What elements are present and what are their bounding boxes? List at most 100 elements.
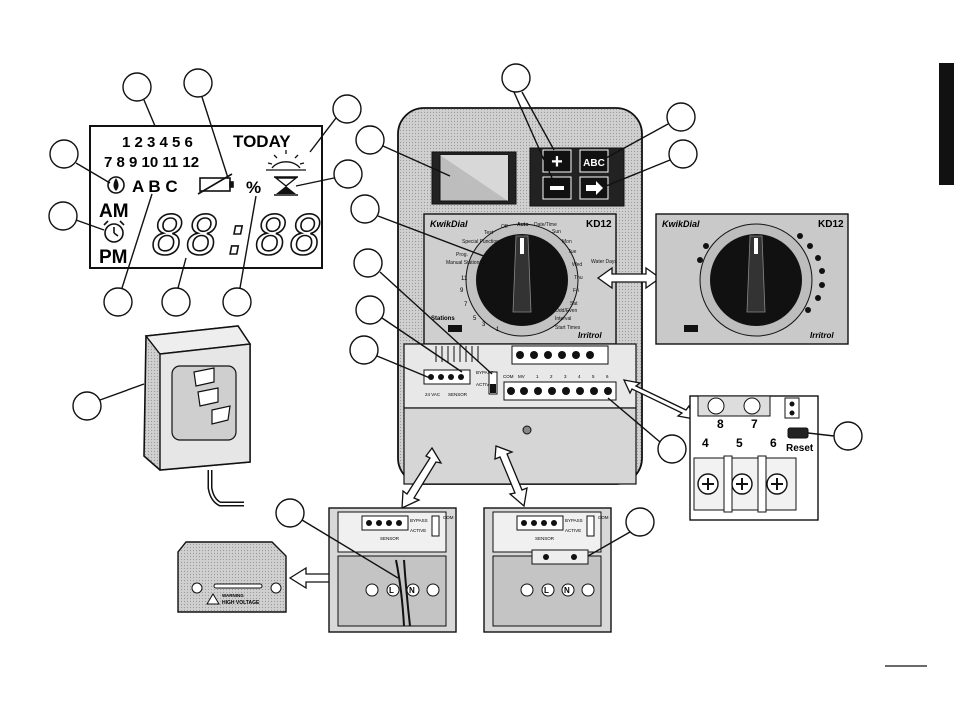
svg-text:COM: COM: [443, 515, 454, 520]
lcd-callouts: [48, 68, 363, 317]
svg-text:ACTIVE: ACTIVE: [565, 528, 581, 533]
sensor-label: SENSOR: [448, 392, 468, 397]
svg-text:N: N: [564, 586, 570, 595]
bypass-label: BYPASS: [476, 370, 494, 375]
lcd-am: AM: [99, 201, 129, 222]
bypass-switch[interactable]: [488, 371, 498, 395]
reset-callout: [833, 421, 863, 451]
svg-text:Wed: Wed: [572, 262, 582, 268]
svg-text:Auto: Auto: [517, 222, 528, 228]
terminal-7-label: 7: [751, 417, 758, 431]
svg-text:MV: MV: [518, 374, 525, 379]
terminal-4-label: 4: [702, 436, 709, 450]
lcd-days-row1: 1 2 3 4 5 6: [122, 134, 193, 151]
terminal-8-label: 8: [717, 417, 724, 431]
section-tab: [939, 63, 954, 185]
controller-unit: + ABC KwikDial KD12 Off Test Special Fun…: [397, 107, 643, 485]
controller-callouts: [349, 63, 698, 464]
svg-text:Mon: Mon: [562, 239, 572, 245]
inset-terminal-block: [693, 455, 797, 513]
reset-label: Reset: [786, 443, 814, 454]
lcd-display: 1 2 3 4 5 6 TODAY 7 8 9 10 11 12 A B C %: [89, 125, 325, 269]
svg-text:3: 3: [564, 374, 567, 379]
wiring-callout-left: [275, 498, 305, 528]
svg-text:L: L: [544, 586, 549, 595]
stations-label: Stations: [431, 316, 455, 322]
svg-text:Test: Test: [484, 230, 494, 236]
svg-text:Interval: Interval: [555, 316, 571, 322]
reset-button[interactable]: [787, 427, 809, 439]
alarm-clock-icon: [103, 220, 125, 243]
kwikdial-logo: KwikDial: [430, 219, 468, 229]
abc-key[interactable]: ABC: [579, 149, 609, 173]
double-arrows: [288, 266, 696, 590]
wiring-callout-right: [625, 507, 655, 537]
svg-text:1: 1: [496, 327, 500, 333]
sensor-terminal-block: [423, 369, 471, 385]
svg-text:3: 3: [482, 322, 486, 328]
terminal-labels: COM MV 1 2 3 4 5 6: [503, 374, 609, 379]
svg-text:ACTIVE: ACTIVE: [410, 528, 426, 533]
station-terminal-strip: [503, 381, 617, 401]
warning-label: WARNING: [222, 593, 244, 598]
svg-text:1: 1: [536, 374, 539, 379]
svg-text:Fri: Fri: [573, 288, 579, 294]
svg-text:ABC: ABC: [583, 158, 605, 169]
svg-text:L: L: [389, 586, 394, 595]
svg-text:6: 6: [606, 374, 609, 379]
svg-text:N: N: [409, 586, 415, 595]
lcd-today: TODAY: [233, 132, 291, 151]
svg-text:Water Days: Water Days: [591, 259, 617, 265]
terminal-6-label: 6: [770, 436, 777, 450]
high-voltage-cover: WARNING HIGH VOLTAGE: [177, 541, 287, 613]
svg-text:+: +: [551, 151, 563, 173]
lcd-digits: 88:88: [152, 204, 325, 267]
svg-text:COM: COM: [503, 374, 514, 379]
model-label: KD12: [586, 219, 612, 230]
battery-icon: [197, 173, 234, 195]
lcd-percent: %: [246, 178, 261, 197]
active-label: ACTIVE: [476, 382, 492, 387]
terminal-inset: 8 7 4 5 6 Reset: [689, 395, 819, 521]
lcd-pm: PM: [99, 247, 128, 268]
sun-icon: [266, 150, 306, 171]
dial-inset-icons: [697, 233, 825, 313]
station-screws: [507, 387, 612, 395]
minus-key[interactable]: [542, 176, 572, 200]
svg-text:5: 5: [592, 374, 595, 379]
svg-text:Sun: Sun: [552, 229, 561, 235]
next-arrow-key[interactable]: [579, 176, 609, 200]
plus-key[interactable]: +: [542, 149, 572, 173]
svg-text:Prog.: Prog.: [456, 252, 468, 258]
svg-text:SENSOR: SENSOR: [535, 536, 555, 541]
high-voltage-label: HIGH VOLTAGE: [222, 600, 260, 606]
svg-text:Tue: Tue: [568, 249, 577, 255]
svg-text:2: 2: [550, 374, 553, 379]
wiring-inset-right: BYPASS ACTIVE SENSOR COM L N: [483, 507, 612, 633]
svg-text:KD12: KD12: [818, 219, 844, 230]
terminal-5-label: 5: [736, 436, 743, 450]
adapter-callout: [72, 391, 102, 421]
dial-position-labels: Off Test Special Functions Prog. Manual …: [446, 222, 617, 331]
stations-button[interactable]: [448, 325, 462, 332]
svg-text:4: 4: [578, 374, 581, 379]
svg-text:Thu: Thu: [574, 275, 583, 281]
svg-text:Special Functions: Special Functions: [462, 239, 502, 245]
svg-text:Start Times: Start Times: [555, 325, 581, 331]
svg-text:Date/Time: Date/Time: [534, 222, 557, 228]
dial-inset: KwikDial KD12 Irritrol: [655, 213, 849, 345]
irritrol-logo: Irritrol: [578, 331, 602, 340]
power-adapter: [143, 325, 252, 507]
svg-text:KwikDial: KwikDial: [662, 219, 700, 229]
svg-text:Off: Off: [501, 224, 508, 230]
svg-text:BYPASS: BYPASS: [410, 518, 428, 523]
svg-text:BYPASS: BYPASS: [565, 518, 583, 523]
svg-text:Odd/Even: Odd/Even: [555, 308, 577, 314]
vac-label: 24 VAC: [425, 392, 441, 397]
wiring-inset-left: BYPASS ACTIVE SENSOR COM L N: [328, 507, 457, 633]
svg-text:9: 9: [460, 288, 464, 294]
lcd-days-row2: 7 8 9 10 11 12: [104, 154, 199, 171]
hourglass-icon: [274, 176, 298, 196]
